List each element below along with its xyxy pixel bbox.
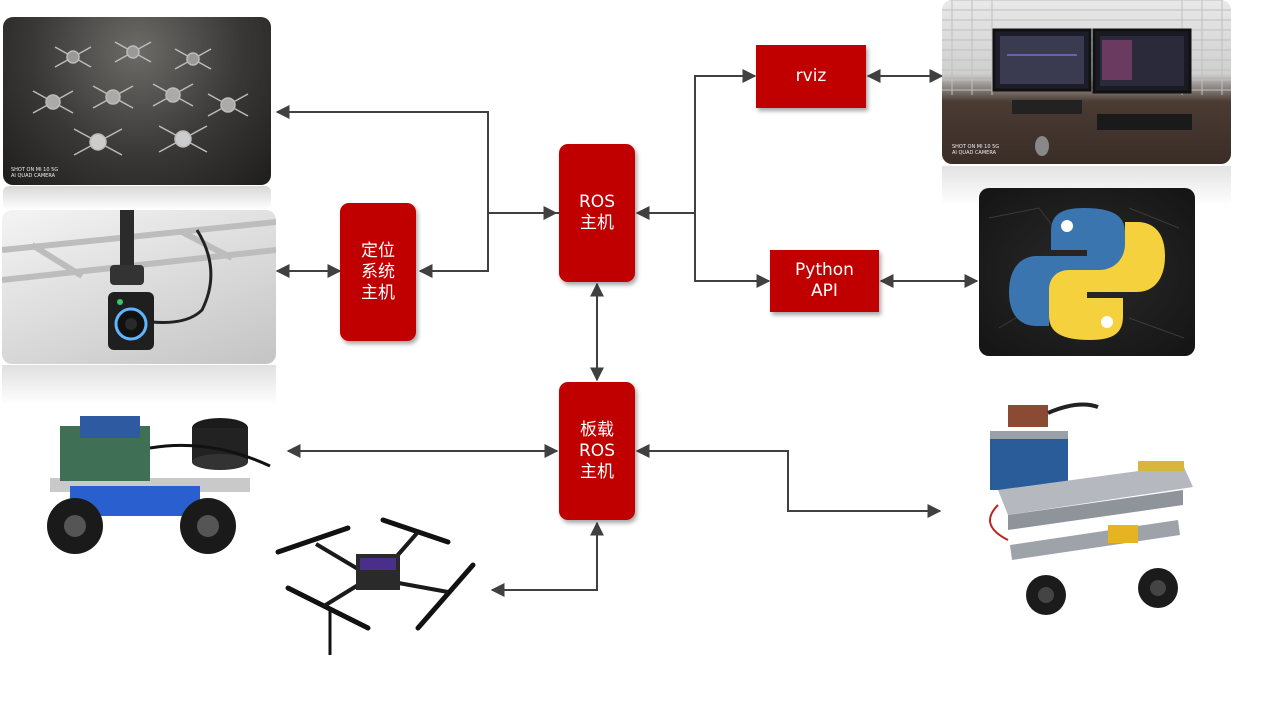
link-ros-to-drone-swarm [275, 105, 559, 214]
positioning-host-label: 定位 系统 主机 [361, 240, 395, 303]
workstation-caption: SHOT ON MI 10 5G AI QUAD CAMERA [952, 144, 1000, 156]
link-ros-to-rviz [635, 69, 757, 220]
onboard-ros-host-label: 板载 ROS 主机 [579, 419, 615, 482]
ros-host-node: ROS 主机 [559, 144, 635, 282]
link-ros-to-positioning-host [418, 206, 558, 278]
drone-swarm-photo: SHOT ON MI 10 5G AI QUAD CAMERA [3, 17, 271, 185]
link-onboard-to-lidar-car [635, 444, 942, 518]
python-api-node: Python API [770, 250, 879, 312]
drone-swarm-reflection [3, 186, 271, 210]
drone-swarm-drawing [32, 41, 249, 156]
onboard-ros-host-node: 板载 ROS 主机 [559, 382, 635, 520]
quadrotor-drawing [275, 517, 476, 655]
ros-host-label: ROS 主机 [579, 192, 615, 233]
workstation-photo: SHOT ON MI 10 5G AI QUAD CAMERA [942, 0, 1231, 164]
camera-drawing [2, 210, 276, 350]
quadrotor-photo [268, 510, 490, 660]
drone-swarm-caption: SHOT ON MI 10 5G AI QUAD CAMERA [11, 167, 59, 179]
link-onboard-to-quadrotor [490, 521, 604, 597]
link-ros-to-python-api [694, 213, 771, 288]
motion-capture-camera-photo [2, 210, 276, 364]
workstation-drawing [942, 0, 1231, 156]
python-api-label: Python API [795, 260, 854, 301]
camera-reflection [2, 365, 276, 405]
rviz-label: rviz [795, 66, 827, 86]
rviz-node: rviz [756, 45, 866, 108]
python-logo-drawing [988, 207, 1185, 340]
rover-drawing [47, 416, 271, 554]
lidar-rover-photo [40, 398, 280, 558]
lidar-car-drawing [989, 402, 1193, 615]
python-logo [979, 188, 1195, 356]
positioning-host-node: 定位 系统 主机 [340, 203, 416, 341]
lidar-robot-car-photo [968, 395, 1200, 617]
